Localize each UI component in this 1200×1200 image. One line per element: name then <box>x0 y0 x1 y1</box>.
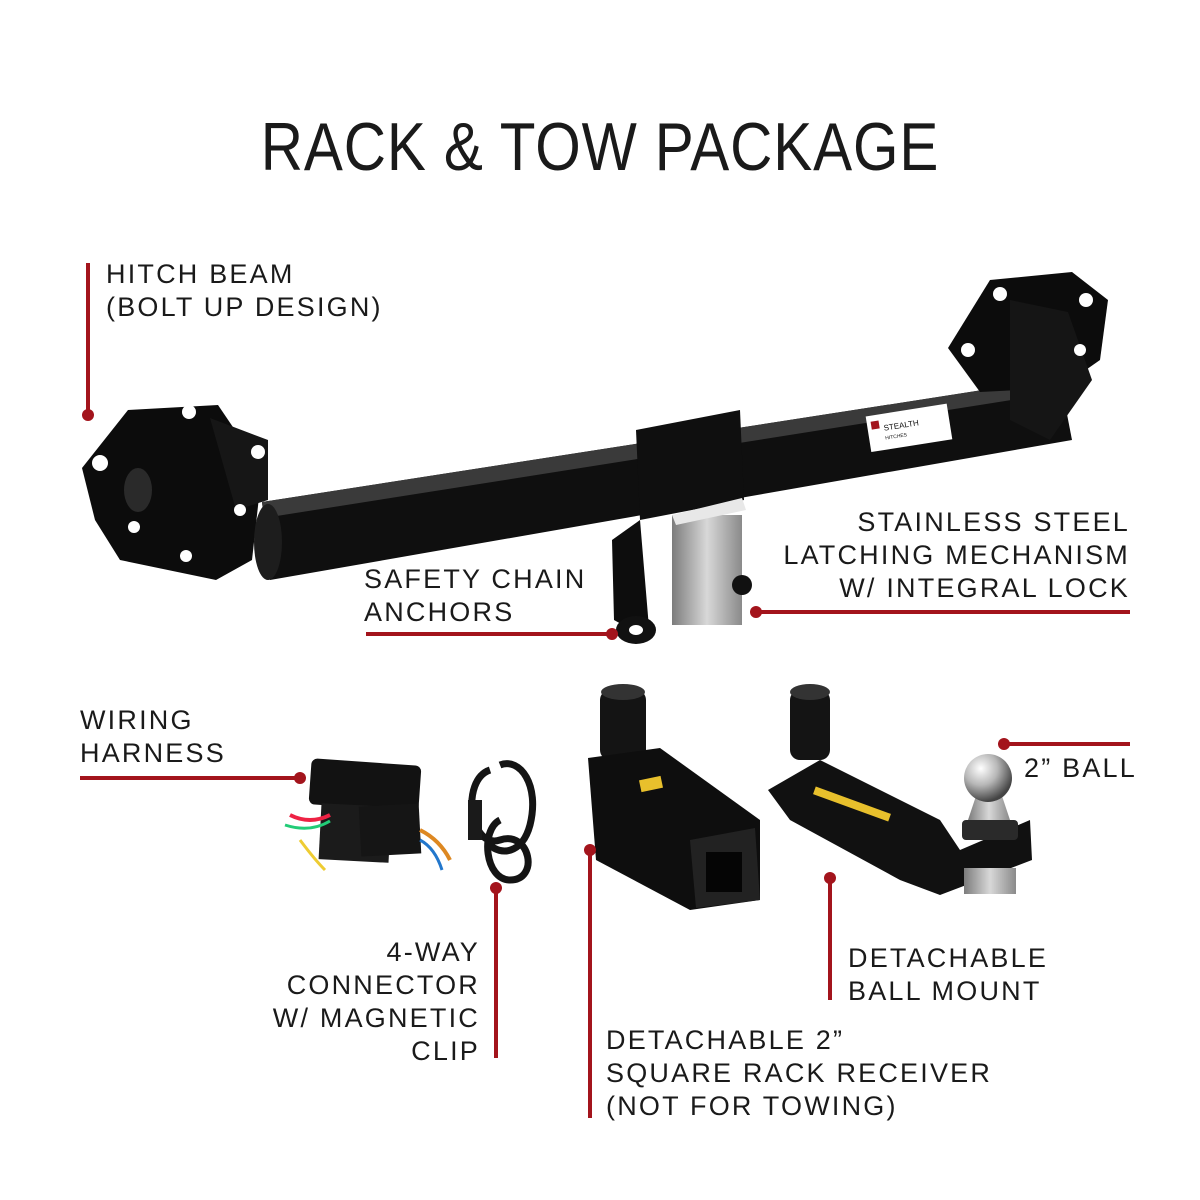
label-4-way-connector: 4-WAY CONNECTOR W/ MAGNETIC CLIP <box>272 937 480 1066</box>
wiring-harness <box>284 758 452 872</box>
hitch-beam: STEALTH HITCHES <box>82 272 1108 644</box>
label-ball-mount: DETACHABLE BALL MOUNT <box>848 943 1049 1006</box>
label-safety-chain-anchors: SAFETY CHAIN ANCHORS <box>364 564 587 627</box>
label-wiring-harness: WIRING HARNESS <box>80 705 226 768</box>
badge-sub: HITCHES <box>885 432 908 441</box>
page-title: RACK & TOW PACKAGE <box>260 109 940 185</box>
callout-lines <box>80 263 1130 1118</box>
label-rack-receiver: DETACHABLE 2” SQUARE RACK RECEIVER (NOT … <box>606 1025 993 1121</box>
label-latching-mechanism: STAINLESS STEEL LATCHING MECHANISM W/ IN… <box>783 507 1130 603</box>
ball-mount <box>768 684 1032 895</box>
label-2in-ball: 2” BALL <box>1024 753 1137 783</box>
four-way-connector <box>468 760 537 884</box>
label-hitch-beam: HITCH BEAM (BOLT UP DESIGN) <box>106 259 383 322</box>
rack-receiver <box>588 684 760 910</box>
